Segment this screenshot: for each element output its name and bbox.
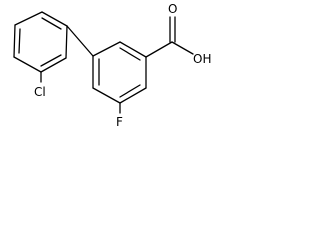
bond-to-hydroxyl	[171, 41, 194, 55]
hydroxyl-label: OH	[193, 52, 211, 66]
bond	[119, 41, 147, 58]
bond	[65, 25, 68, 59]
double-bond-inner	[41, 17, 62, 30]
bond	[92, 41, 121, 57]
double-bond-inner	[119, 84, 141, 98]
double-bond-inner	[18, 28, 21, 54]
bond	[14, 11, 43, 26]
benzoic-acid-ring	[92, 41, 147, 104]
carbonyl-oxygen-label: O	[168, 2, 177, 16]
bond	[13, 56, 42, 73]
bond	[92, 87, 121, 104]
chlorine-label: Cl	[34, 85, 46, 99]
bond	[13, 24, 16, 58]
chemical-structure-diagram: Cl F OH O	[13, 2, 211, 129]
bond-to-carboxyl-carbon	[145, 41, 173, 58]
double-bond-inner	[40, 54, 62, 67]
chlorophenyl-ring	[13, 11, 68, 73]
bond	[41, 11, 68, 27]
fluorine-label: F	[116, 115, 123, 129]
double-bond-inner	[119, 47, 141, 61]
bond	[40, 57, 67, 73]
bond	[119, 87, 147, 104]
biaryl-bond	[66, 25, 94, 57]
